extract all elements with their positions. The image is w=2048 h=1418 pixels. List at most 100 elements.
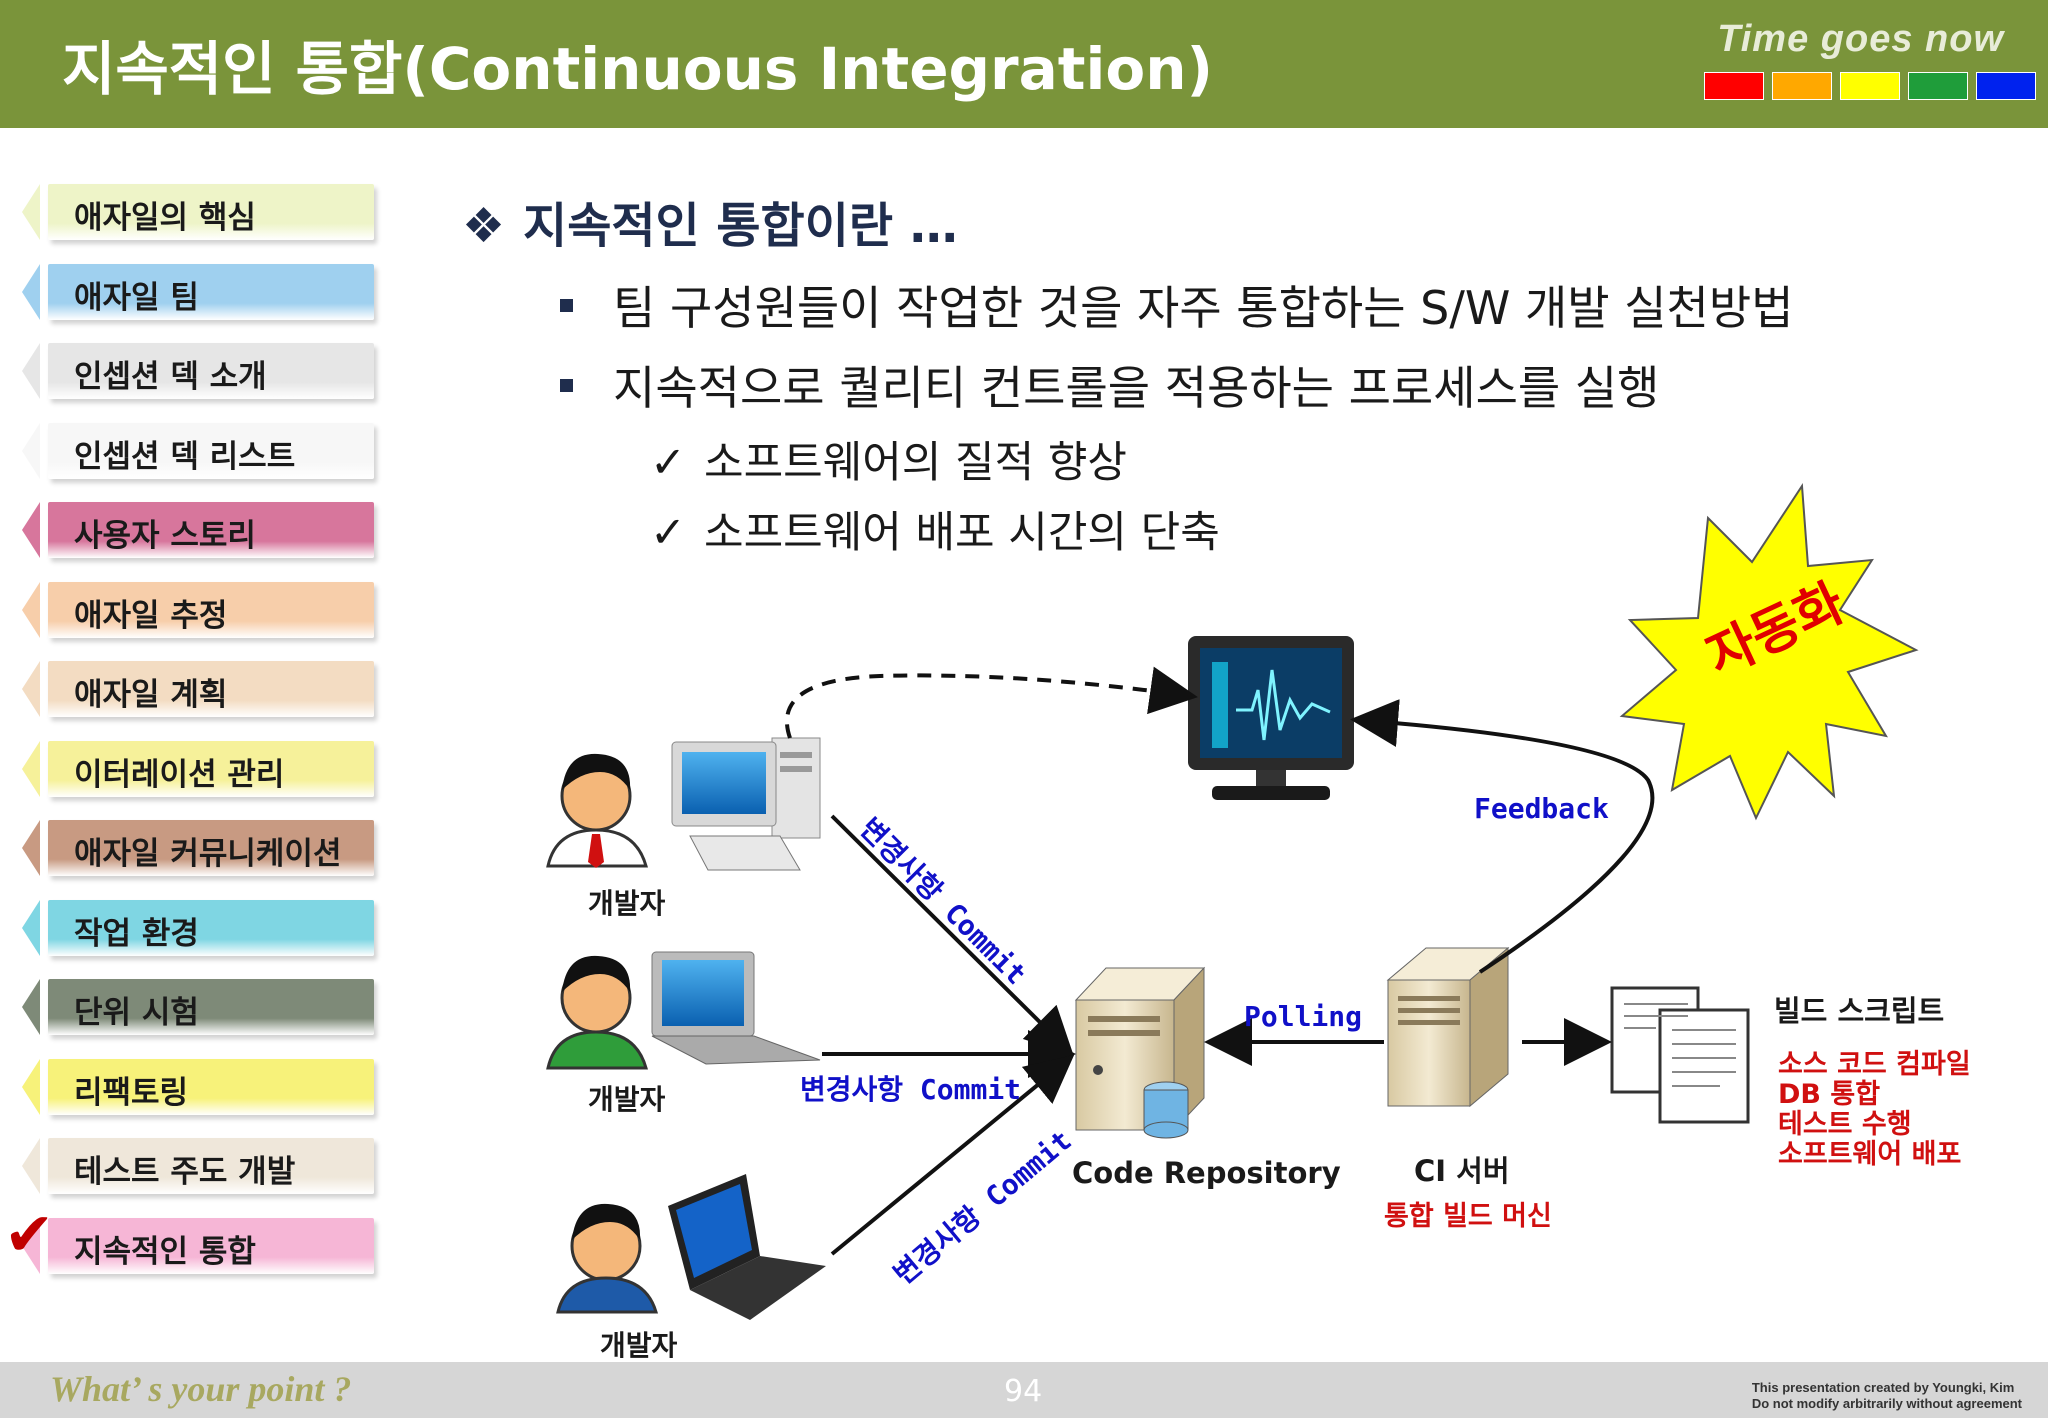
tab-notch bbox=[22, 979, 40, 1035]
sidebar-item[interactable]: 인셉션 덱 소개 bbox=[22, 337, 374, 399]
active-check-icon: ✔ bbox=[4, 1200, 55, 1270]
color-swatch bbox=[1704, 72, 1764, 100]
footer-slogan: What’ s your point ? bbox=[50, 1369, 352, 1409]
sidebar-item[interactable]: 애자일 계획 bbox=[22, 655, 374, 717]
code-repository-server-icon bbox=[1074, 966, 1206, 1139]
repo-label: Code Repository bbox=[1072, 1156, 1341, 1190]
developer-label: 개발자 bbox=[588, 1083, 666, 1116]
commit-arrow bbox=[830, 814, 1074, 1056]
sub-bullet-item: ✓ 소프트웨어 배포 시간의 단축 bbox=[650, 498, 1220, 560]
sub-bullet-text: 소프트웨어 배포 시간의 단축 bbox=[704, 508, 1220, 558]
tab-body bbox=[48, 581, 374, 638]
sidebar-item[interactable]: 이터레이션 관리 bbox=[22, 735, 374, 797]
build-script-document-icon bbox=[1610, 986, 1750, 1124]
sidebar-item-label: 인셉션 덱 소개 bbox=[74, 359, 267, 395]
square-bullet-icon bbox=[560, 299, 573, 312]
tab-notch bbox=[22, 422, 40, 479]
sidebar-item[interactable]: 단위 시험 bbox=[22, 973, 374, 1035]
tab-body bbox=[48, 740, 374, 797]
sidebar-item[interactable]: 애자일 팀 bbox=[22, 258, 374, 320]
bullet-item: 팀 구성원들이 작업한 것을 자주 통합하는 S/W 개발 실천방법 bbox=[560, 272, 1794, 338]
developer-avatar-icon bbox=[556, 1203, 659, 1314]
sidebar-item[interactable]: 테스트 주도 개발 bbox=[22, 1132, 374, 1194]
square-bullet-icon bbox=[560, 379, 573, 392]
tab-notch bbox=[22, 661, 40, 717]
section-heading: ❖ 지속적인 통합이란 … bbox=[462, 186, 958, 256]
ci-label: CI 서버 bbox=[1414, 1154, 1510, 1188]
developer-label: 개발자 bbox=[600, 1329, 678, 1362]
tab-body bbox=[48, 979, 374, 1035]
sub-bullet-text: 소프트웨어의 질적 향상 bbox=[704, 438, 1127, 488]
tab-notch bbox=[22, 1138, 40, 1194]
color-swatch bbox=[1908, 72, 1968, 100]
tab-body bbox=[48, 422, 374, 479]
diamond-bullet-icon: ❖ bbox=[462, 198, 506, 254]
sidebar-item-label: 단위 시험 bbox=[74, 995, 199, 1031]
tab-body bbox=[48, 820, 374, 876]
developer-avatar-icon bbox=[546, 955, 648, 1070]
page-number: 94 bbox=[1004, 1374, 1043, 1409]
automation-burst bbox=[1619, 482, 1919, 821]
sidebar-item-label: 애자일 커뮤니케이션 bbox=[74, 836, 342, 872]
feedback-label: Feedback bbox=[1474, 792, 1609, 825]
laptop-dark-icon bbox=[668, 1174, 826, 1320]
sidebar-item-label: 애자일의 핵심 bbox=[74, 200, 256, 236]
slide-title: 지속적인 통합(Continuous Integration) bbox=[62, 35, 1214, 103]
title-bar: 지속적인 통합(Continuous Integration) Time goe… bbox=[0, 0, 2048, 128]
tab-notch bbox=[22, 343, 40, 399]
build-step: 소스 코드 컴파일 bbox=[1778, 1049, 1971, 1080]
color-swatch bbox=[1976, 72, 2036, 100]
feedback-arrow bbox=[1350, 699, 1655, 974]
developer-label: 개발자 bbox=[588, 887, 666, 920]
ci-server-icon bbox=[1386, 946, 1510, 1108]
sidebar-item[interactable]: 애자일 추정 bbox=[22, 576, 374, 638]
tab-body bbox=[48, 1138, 374, 1194]
build-step: DB 통합 bbox=[1778, 1079, 1881, 1110]
sub-bullet-item: ✓ 소프트웨어의 질적 향상 bbox=[650, 428, 1127, 490]
checkmark-icon: ✓ bbox=[650, 438, 687, 488]
tab-body bbox=[48, 184, 374, 240]
tab-body bbox=[48, 1217, 374, 1274]
tab-body bbox=[48, 502, 374, 558]
sidebar-item-label: 애자일 팀 bbox=[74, 279, 199, 316]
color-swatch bbox=[1772, 72, 1832, 100]
developer-avatar-icon bbox=[546, 753, 648, 868]
sidebar-item[interactable]: 인셉션 덱 리스트 bbox=[22, 417, 374, 479]
tab-notch bbox=[22, 740, 40, 797]
color-swatch bbox=[1840, 72, 1900, 100]
tab-notch bbox=[22, 184, 40, 240]
bullet-text: 팀 구성원들이 작업한 것을 자주 통합하는 S/W 개발 실천방법 bbox=[613, 281, 1794, 335]
sidebar-item-label: 인셉션 덱 리스트 bbox=[74, 438, 296, 475]
tab-notch bbox=[22, 581, 40, 638]
tab-body bbox=[48, 661, 374, 717]
tab-notch bbox=[22, 820, 40, 876]
sidebar-item-label: 사용자 스토리 bbox=[74, 518, 256, 554]
bullet-text: 지속적으로 퀄리티 컨트롤을 적용하는 프로세스를 실행 bbox=[613, 361, 1660, 415]
polling-label: Polling bbox=[1244, 1000, 1363, 1033]
commit-arrow bbox=[830, 1054, 1075, 1256]
monitor-icon bbox=[1188, 636, 1354, 800]
sidebar-item-label: 지속적인 통합 bbox=[74, 1233, 256, 1270]
sidebar-item[interactable]: 리팩토링 bbox=[22, 1053, 374, 1115]
checkmark-icon: ✓ bbox=[650, 508, 687, 558]
build-step: 소프트웨어 배포 bbox=[1778, 1139, 1962, 1170]
sidebar-item[interactable]: 애자일 커뮤니케이션 bbox=[22, 814, 374, 876]
tagline: Time goes now bbox=[1717, 18, 2004, 60]
footer-credit-line: Do not modify arbitrarily without agreem… bbox=[1751, 1396, 2022, 1411]
heading-text: 지속적인 통합이란 … bbox=[523, 198, 958, 254]
tab-notch bbox=[22, 263, 40, 320]
footer: What’ s your point ? 94 This presentatio… bbox=[0, 1362, 2048, 1418]
tab-body bbox=[48, 1058, 374, 1115]
sidebar-item[interactable]: 지속적인 통합 bbox=[22, 1212, 374, 1274]
sidebar-item[interactable]: 작업 환경 bbox=[22, 894, 374, 956]
sidebar-item-label: 작업 환경 bbox=[74, 915, 199, 952]
sidebar-item-label: 테스트 주도 개발 bbox=[74, 1154, 296, 1190]
dashed-monitor-arrow bbox=[784, 666, 1198, 739]
desktop-computer-icon bbox=[671, 737, 821, 871]
sidebar-item[interactable]: 사용자 스토리 bbox=[22, 496, 374, 558]
tab-notch bbox=[22, 502, 40, 558]
build-step: 테스트 수행 bbox=[1778, 1109, 1912, 1140]
sidebar-item[interactable]: 애자일의 핵심 bbox=[22, 178, 374, 240]
bullet-item: 지속적으로 퀄리티 컨트롤을 적용하는 프로세스를 실행 bbox=[560, 352, 1659, 418]
